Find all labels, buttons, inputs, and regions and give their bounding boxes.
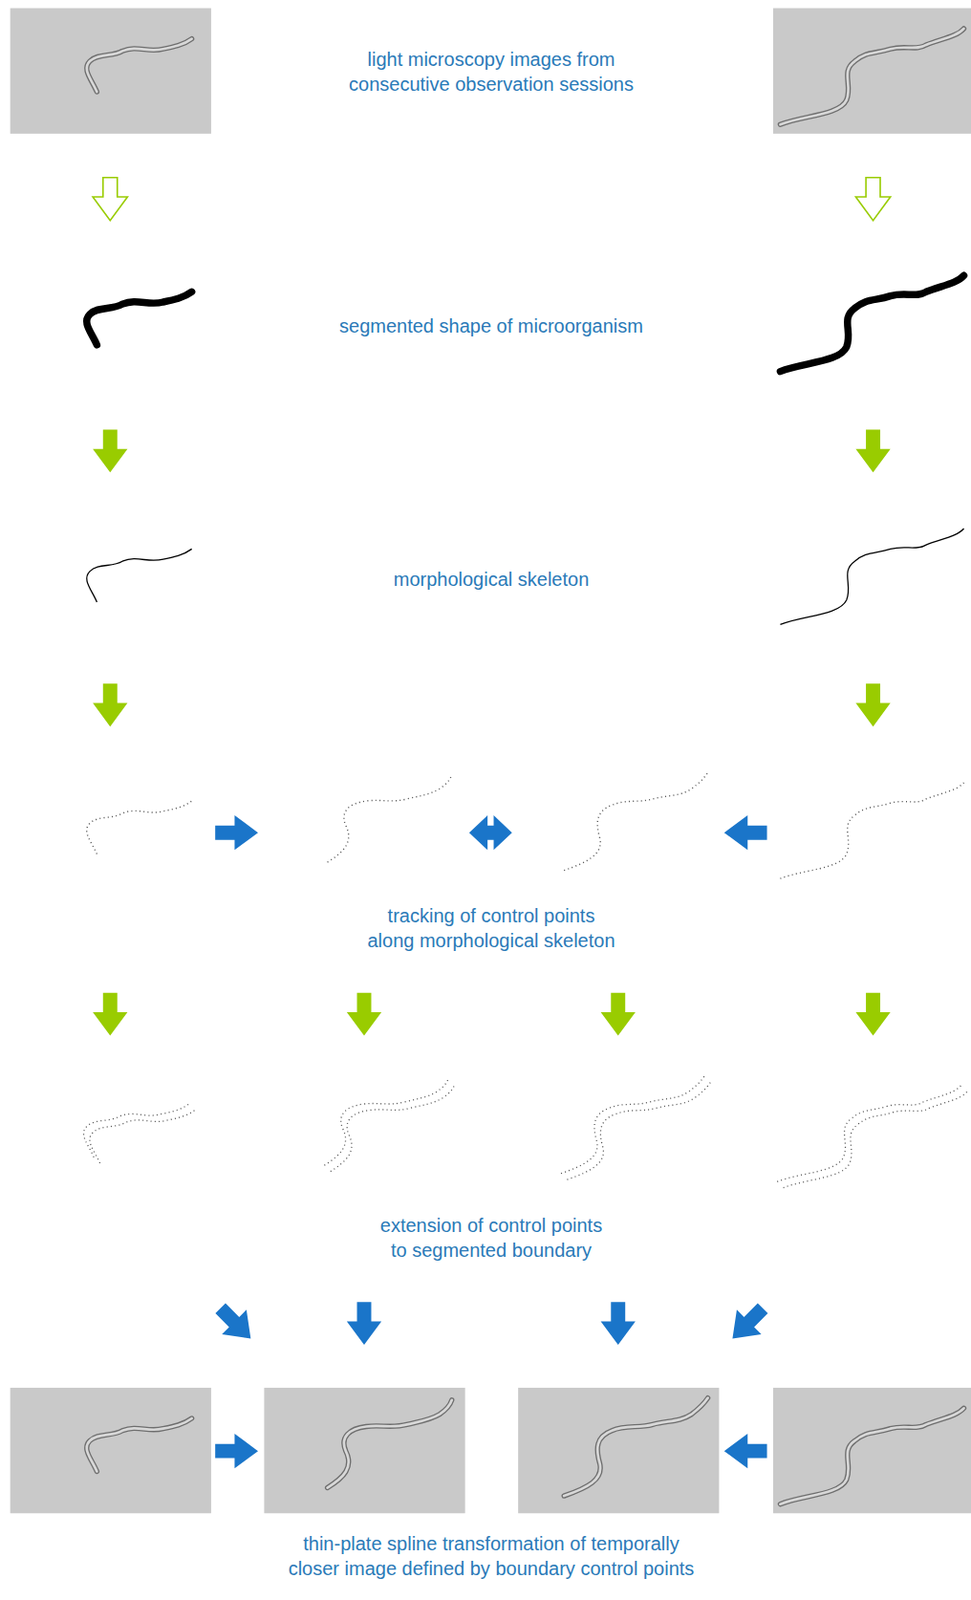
microscopy-image — [10, 8, 212, 134]
step-label: extension of control points to segmented… — [280, 1212, 702, 1263]
microscopy-image — [10, 1387, 212, 1513]
process-arrow — [92, 429, 891, 1036]
segmented-shape — [86, 275, 965, 371]
step-label: tracking of control points along morphol… — [280, 903, 702, 953]
microscopy-image — [773, 1387, 971, 1513]
step-label: morphological skeleton — [280, 566, 702, 592]
hollow-arrow — [92, 177, 891, 221]
skeleton — [86, 528, 965, 625]
microscopy-image — [517, 1387, 719, 1513]
boundary-points — [84, 1075, 968, 1187]
control-points — [86, 772, 965, 879]
microscopy-image — [773, 8, 971, 134]
step-label: segmented shape of microorganism — [280, 313, 702, 339]
microscopy-image — [263, 1387, 465, 1513]
step-label: light microscopy images from consecutive… — [280, 46, 702, 97]
step-label: thin-plate spline transformation of temp… — [280, 1531, 702, 1581]
blue-arrow — [215, 815, 767, 850]
